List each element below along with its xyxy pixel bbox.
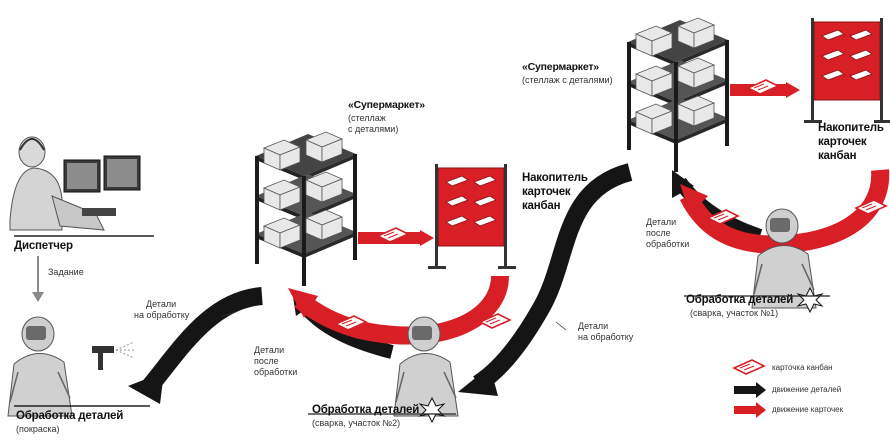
supermarket-top-title: «Супермаркет» (522, 61, 599, 73)
rack-icon (254, 131, 358, 287)
kanban-top-line3: канбан (818, 150, 857, 162)
weld1-station-subtitle: (сварка, участок №1) (690, 308, 779, 318)
supermarket-mid-title: «Супермаркет» (348, 99, 425, 111)
kanban-top-line1: Накопитель (818, 122, 884, 134)
supermarket-mid-line1: (стеллаж (348, 113, 386, 123)
flow-to-weld2-line2: на обработку (578, 332, 634, 342)
weld2-station-title: Обработка деталей (312, 404, 420, 416)
paint-station-title: Обработка деталей (16, 410, 124, 422)
legend-parts-label: движение деталей (772, 385, 842, 394)
dispatcher-icon (9, 136, 154, 237)
kanban-top-line2: карточек (818, 136, 867, 148)
flow-after-weld1-line3: обработки (646, 239, 690, 249)
kanban-mid-line3: канбан (522, 200, 561, 212)
kanban-mid-line1: Накопитель (522, 172, 588, 184)
kanban-board-icon (427, 163, 517, 270)
cards-flow-mid-loop (294, 275, 509, 345)
paint-station-subtitle: (покраска) (16, 424, 60, 434)
flow-after-weld2-line2: после (254, 356, 279, 366)
kanban-mid-line2: карточек (522, 186, 571, 198)
spray-gun-icon (92, 341, 136, 370)
kanban-board-icon-top (803, 17, 890, 124)
flow-to-paint-line2: на обработку (134, 310, 190, 320)
weld1-station-title: Обработка деталей (686, 294, 794, 306)
monitor-icon (63, 155, 141, 216)
parts-flow-to-paint (143, 287, 264, 392)
flow-after-weld2-line1: Детали (254, 345, 285, 355)
legend-cards-label: движение карточек (772, 405, 844, 414)
legend (733, 359, 766, 418)
flow-after-weld2-line3: обработки (254, 367, 298, 377)
weld2-station-subtitle: (сварка, участок №2) (312, 418, 401, 428)
flow-to-weld2-line1: Детали (578, 321, 609, 331)
legend-card-label: карточка канбан (772, 363, 833, 372)
parts-flow-to-weld2 (472, 163, 633, 392)
supermarket-top-subtitle: (стеллаж с деталями) (522, 75, 613, 85)
flow-after-weld1-line1: Детали (646, 217, 677, 227)
dispatcher-label: Диспетчер (14, 240, 73, 252)
supermarket-mid-line2: с деталями) (348, 124, 399, 134)
rack-icon-top (626, 17, 730, 173)
task-label: Задание (48, 267, 84, 277)
flow-after-weld1-line2: после (646, 228, 671, 238)
painter-icon (7, 316, 73, 417)
flow-to-paint-line1: Детали (146, 299, 177, 309)
